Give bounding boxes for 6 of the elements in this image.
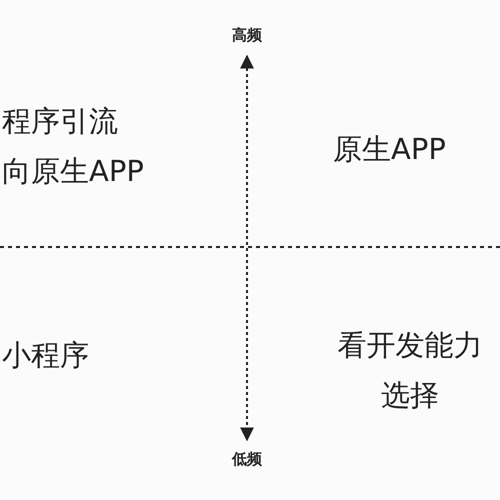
quadrant-label: 小程序 — [2, 337, 90, 374]
axis-label: 高频 — [231, 26, 263, 45]
axis-label: 低频 — [230, 450, 263, 469]
quadrant-label: 程序引流向原生APP — [2, 103, 145, 190]
quadrant-label: 原生APP — [333, 131, 447, 168]
quadrant-label: 看开发能力选择 — [336, 327, 484, 414]
